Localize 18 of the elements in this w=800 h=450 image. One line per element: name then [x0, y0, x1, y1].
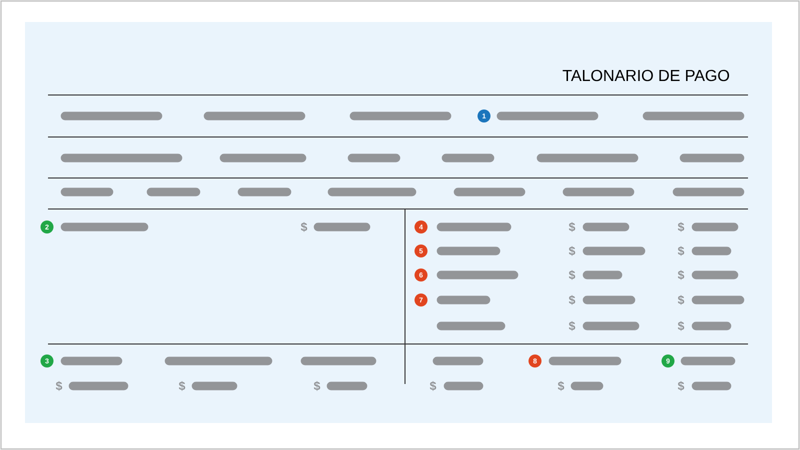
dollar-sign: $ [568, 295, 576, 305]
dollar-sign: $ [678, 321, 684, 331]
dollar-sign: $ [678, 295, 684, 305]
dollar-sign: $ [568, 222, 576, 232]
dollar-sign: $ [558, 381, 564, 391]
dollar-sign: $ [430, 381, 436, 391]
dollar-sign: $ [56, 381, 62, 391]
dollar-sign: $ [178, 381, 186, 391]
form-title: TALONARIO DE PAGO [562, 70, 730, 82]
dollar-sign: $ [568, 246, 576, 256]
dollar-sign: $ [678, 222, 684, 232]
dollar-sign: $ [300, 222, 308, 232]
dollar-sign: $ [678, 270, 684, 280]
dollar-sign: $ [678, 246, 684, 256]
dollar-sign: $ [568, 270, 576, 280]
dollar-sign: $ [678, 381, 684, 391]
dollar-sign: $ [314, 381, 320, 391]
dollar-sign: $ [568, 321, 576, 331]
